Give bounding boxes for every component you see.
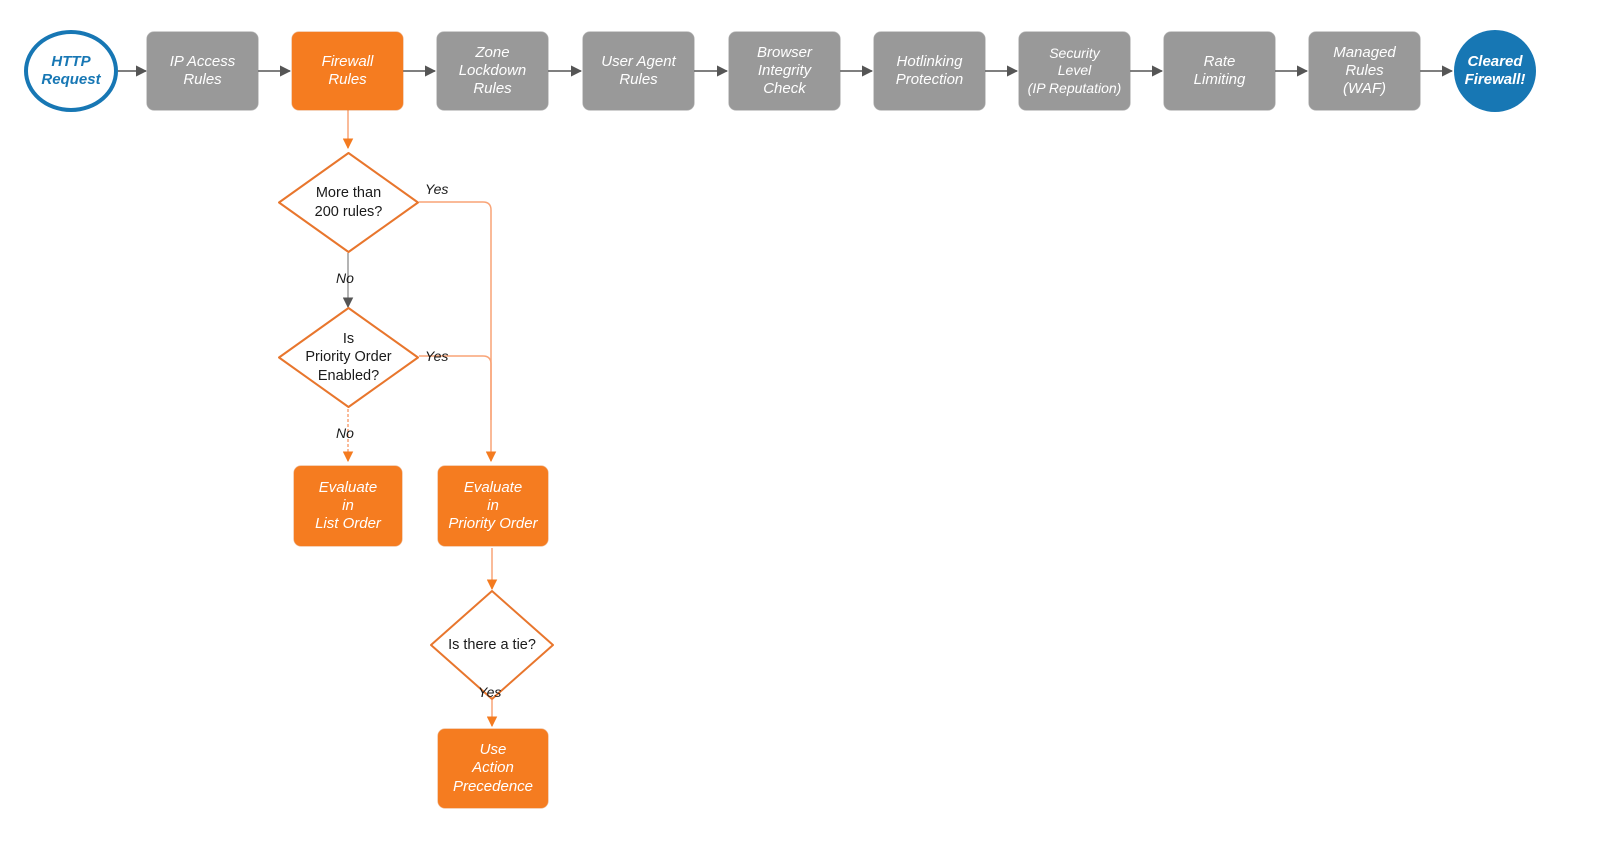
node-http-request[interactable]: HTTP Request — [24, 30, 118, 112]
decision-more-than-200-rules-label: More than 200 rules? — [314, 185, 383, 220]
node-browser-integrity-check[interactable]: Browser Integrity Check — [729, 32, 840, 110]
node-user-agent-rules-label: User Agent Rules — [601, 52, 676, 88]
edge-label-rules-yes: Yes — [425, 181, 449, 197]
node-rate-limiting-label: Rate Limiting — [1193, 52, 1246, 88]
node-managed-rules-waf[interactable]: Managed Rules (WAF) — [1309, 32, 1420, 110]
diamond-shape — [278, 307, 419, 408]
node-evaluate-list-order-label: Evaluate in List Order — [315, 478, 381, 533]
node-evaluate-priority-order[interactable]: Evaluate in Priority Order — [438, 466, 548, 546]
node-cleared-firewall[interactable]: Cleared Firewall! — [1454, 30, 1536, 112]
node-rate-limiting[interactable]: Rate Limiting — [1164, 32, 1275, 110]
node-firewall-rules-label: Firewall Rules — [321, 52, 374, 88]
node-hotlinking-protection-label: Hotlinking Protection — [895, 52, 964, 88]
node-use-action-precedence-label: Use Action Precedence — [452, 741, 534, 795]
node-ip-access-rules-label: IP Access Rules — [169, 52, 236, 88]
node-zone-lockdown-rules[interactable]: Zone Lockdown Rules — [437, 32, 548, 110]
node-managed-rules-waf-label: Managed Rules (WAF) — [1333, 43, 1396, 98]
node-evaluate-list-order[interactable]: Evaluate in List Order — [294, 466, 402, 546]
decision-more-than-200-rules[interactable]: More than 200 rules? — [278, 152, 419, 253]
decision-is-there-a-tie-label: Is there a tie? — [448, 636, 536, 653]
node-zone-lockdown-rules-label: Zone Lockdown Rules — [458, 43, 527, 98]
decision-is-there-a-tie[interactable]: Is there a tie? — [430, 590, 554, 700]
edge-label-priority-no: No — [336, 425, 354, 441]
edge-priority-yes-to-priority-order — [419, 355, 492, 420]
edge-label-rules-no: No — [336, 270, 354, 286]
node-cleared-firewall-label: Cleared Firewall! — [1464, 52, 1526, 88]
node-firewall-rules[interactable]: Firewall Rules — [292, 32, 403, 110]
diamond-shape — [430, 590, 554, 700]
decision-is-priority-order-enabled[interactable]: Is Priority Order Enabled? — [278, 307, 419, 408]
edge-rules-yes-to-priority-order — [419, 201, 497, 463]
node-ip-access-rules[interactable]: IP Access Rules — [147, 32, 258, 110]
edge-label-tie-yes: Yes — [478, 684, 502, 700]
node-user-agent-rules[interactable]: User Agent Rules — [583, 32, 694, 110]
decision-is-priority-order-enabled-label: Is Priority Order Enabled? — [305, 331, 392, 384]
node-use-action-precedence[interactable]: Use Action Precedence — [438, 729, 548, 808]
node-http-request-label: HTTP Request — [41, 52, 101, 88]
node-security-level[interactable]: Security Level (IP Reputation) — [1019, 32, 1130, 110]
node-evaluate-priority-order-label: Evaluate in Priority Order — [448, 478, 538, 533]
edge-label-priority-yes: Yes — [425, 348, 449, 364]
node-browser-integrity-check-label: Browser Integrity Check — [756, 43, 812, 98]
diamond-shape — [278, 152, 419, 253]
node-hotlinking-protection[interactable]: Hotlinking Protection — [874, 32, 985, 110]
node-security-level-label: Security Level (IP Reputation) — [1027, 45, 1122, 96]
